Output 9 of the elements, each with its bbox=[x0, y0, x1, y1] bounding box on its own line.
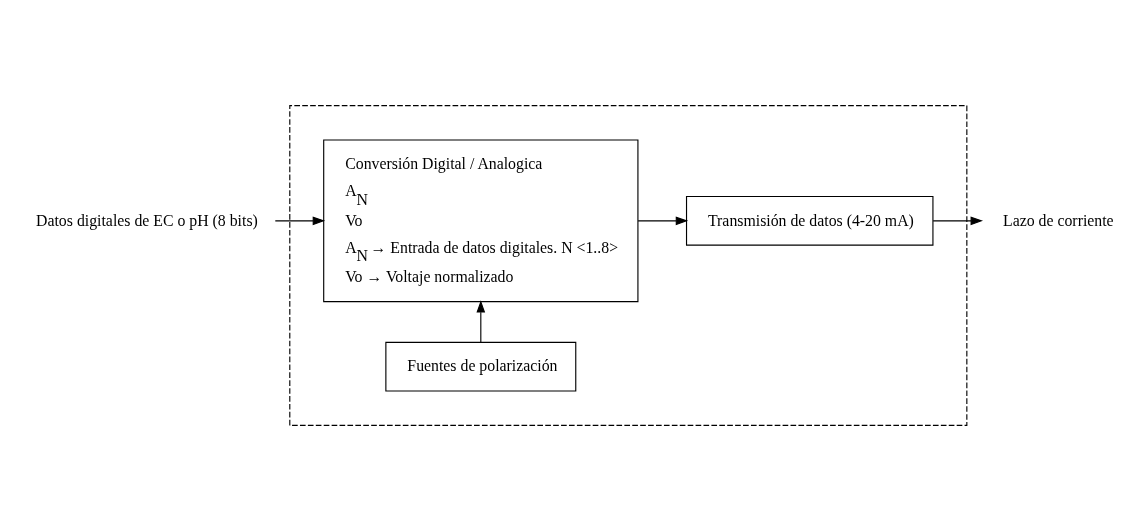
arrow bbox=[637, 216, 689, 226]
node-text: Lazo de corriente bbox=[1003, 211, 1114, 229]
cluster bbox=[289, 105, 968, 426]
node-box: Fuentes de polarización bbox=[385, 341, 577, 392]
node-box: Transmisión de datos (4-20 mA) bbox=[685, 196, 934, 246]
node-text: Datos digitales de EC o pH (8 bits) bbox=[36, 211, 258, 229]
arrow bbox=[274, 216, 326, 226]
arrow bbox=[932, 216, 983, 226]
arrow bbox=[476, 300, 486, 343]
